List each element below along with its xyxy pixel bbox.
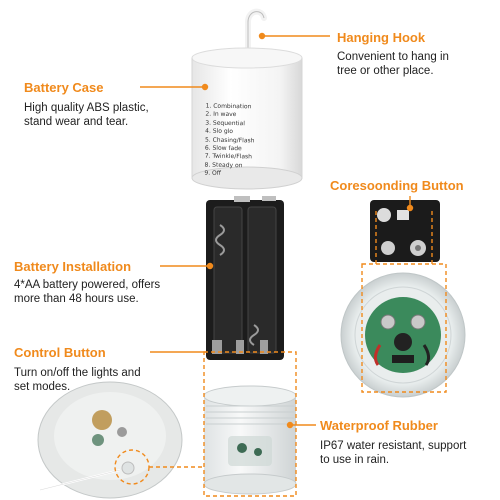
hanging-hook-callout: Hanging Hook Convenient to hang in tree … <box>337 30 449 78</box>
corresponding-button-callout: Coresoonding Button <box>330 178 464 194</box>
corresponding-button-pcb <box>340 272 466 398</box>
case-mode-list: 1. Combination 2. In wave 3. Sequential … <box>204 103 255 180</box>
hanging-hook-line: Convenient to hang in <box>337 51 449 63</box>
waterproof-rubber-callout: Waterproof Rubber IP67 water resistant, … <box>320 418 466 467</box>
battery-installation-line: 4*AA battery powered, offers <box>14 279 161 291</box>
waterproof-rubber-title: Waterproof Rubber <box>320 418 438 433</box>
battery-case <box>191 47 303 190</box>
corresponding-button-title: Coresoonding Button <box>330 178 464 193</box>
waterproof-rubber-line: to use in rain. <box>320 454 390 466</box>
mode-item: 4. Slo glo <box>205 127 234 136</box>
battery-case-title: Battery Case <box>24 80 104 95</box>
battery-holder <box>206 196 284 360</box>
callout-leaders <box>140 32 414 429</box>
control-button-title: Control Button <box>14 345 106 360</box>
control-button-callout: Control Button Turn on/off the lights an… <box>14 345 141 394</box>
control-button-line: set modes. <box>14 381 71 393</box>
battery-case-desc: High quality ABS plastic, stand wear and… <box>24 101 149 129</box>
control-button-line: Turn on/off the lights and <box>14 367 141 379</box>
mode-item: 9. Off <box>204 169 221 178</box>
battery-installation-line: more than 48 hours use. <box>14 293 139 305</box>
battery-case-line: stand wear and tear. <box>24 116 129 128</box>
hanging-hook-desc: Convenient to hang in tree or other plac… <box>337 50 449 78</box>
battery-installation-desc: 4*AA battery powered, offers more than 4… <box>14 278 160 306</box>
waterproof-cap <box>203 385 297 495</box>
waterproof-rubber-line: IP67 water resistant, support <box>320 440 467 452</box>
hanging-hook-line: tree or other place. <box>337 65 434 77</box>
battery-case-line: High quality ABS plastic, <box>24 102 149 114</box>
battery-case-callout: Battery Case High quality ABS plastic, s… <box>24 80 149 129</box>
control-button-closeup <box>37 381 183 499</box>
dashed-highlights <box>114 208 447 497</box>
hanging-hook-title: Hanging Hook <box>337 30 426 45</box>
battery-connector <box>370 200 440 262</box>
waterproof-rubber-desc: IP67 water resistant, support to use in … <box>320 439 466 467</box>
battery-installation-title: Battery Installation <box>14 259 132 274</box>
control-button-desc: Turn on/off the lights and set modes. <box>14 366 141 394</box>
battery-installation-callout: Battery Installation 4*AA battery powere… <box>14 259 160 306</box>
